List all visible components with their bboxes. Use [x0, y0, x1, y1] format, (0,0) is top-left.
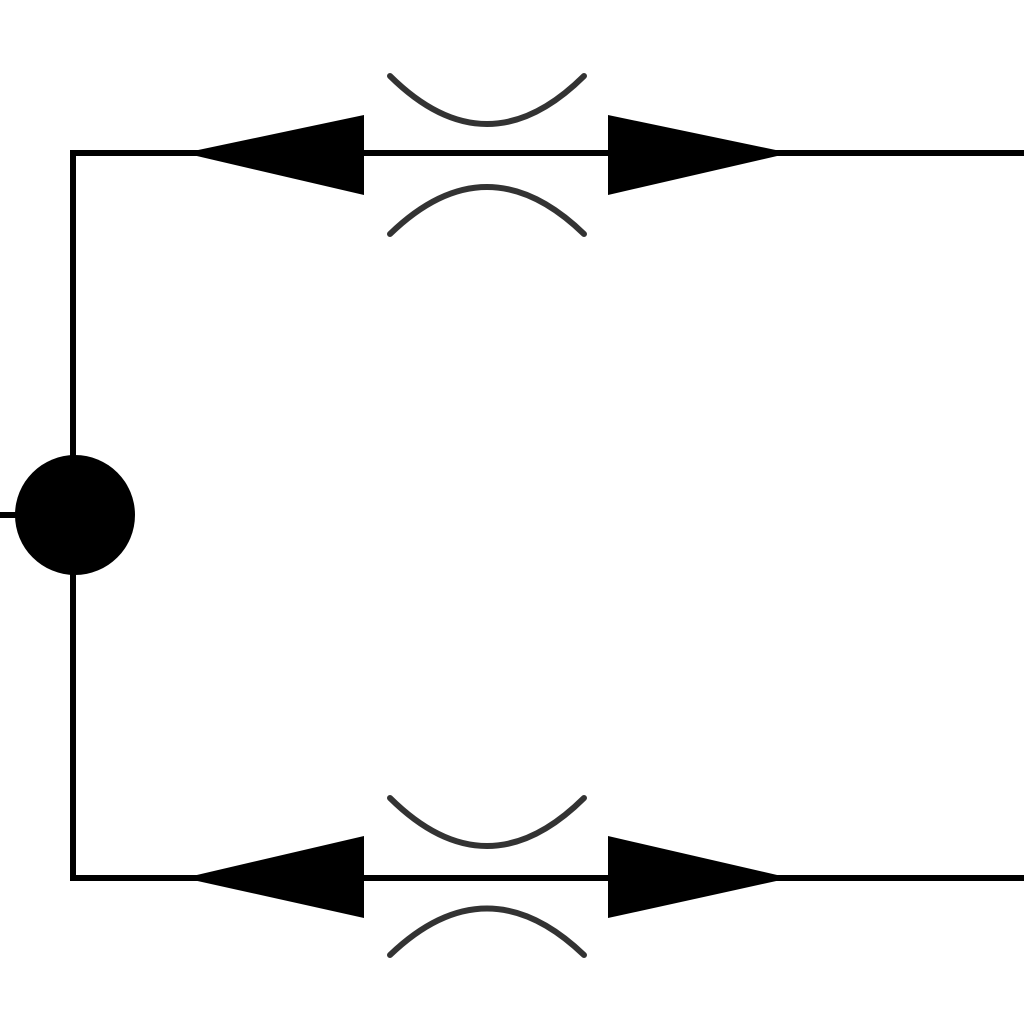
bottom-left-arrowhead-icon: [184, 836, 364, 918]
top-upper-arc-icon: [387, 73, 587, 127]
top-lower-arc-icon: [387, 184, 587, 237]
bottom-right-arrowhead-icon: [608, 836, 790, 918]
top-left-arrowhead-icon: [184, 115, 364, 195]
bottom-lower-arc-icon: [387, 905, 587, 958]
bottom-upper-arc-icon: [387, 795, 587, 849]
top-right-arrowhead-icon: [608, 115, 790, 195]
junction-node-icon: [15, 455, 135, 575]
